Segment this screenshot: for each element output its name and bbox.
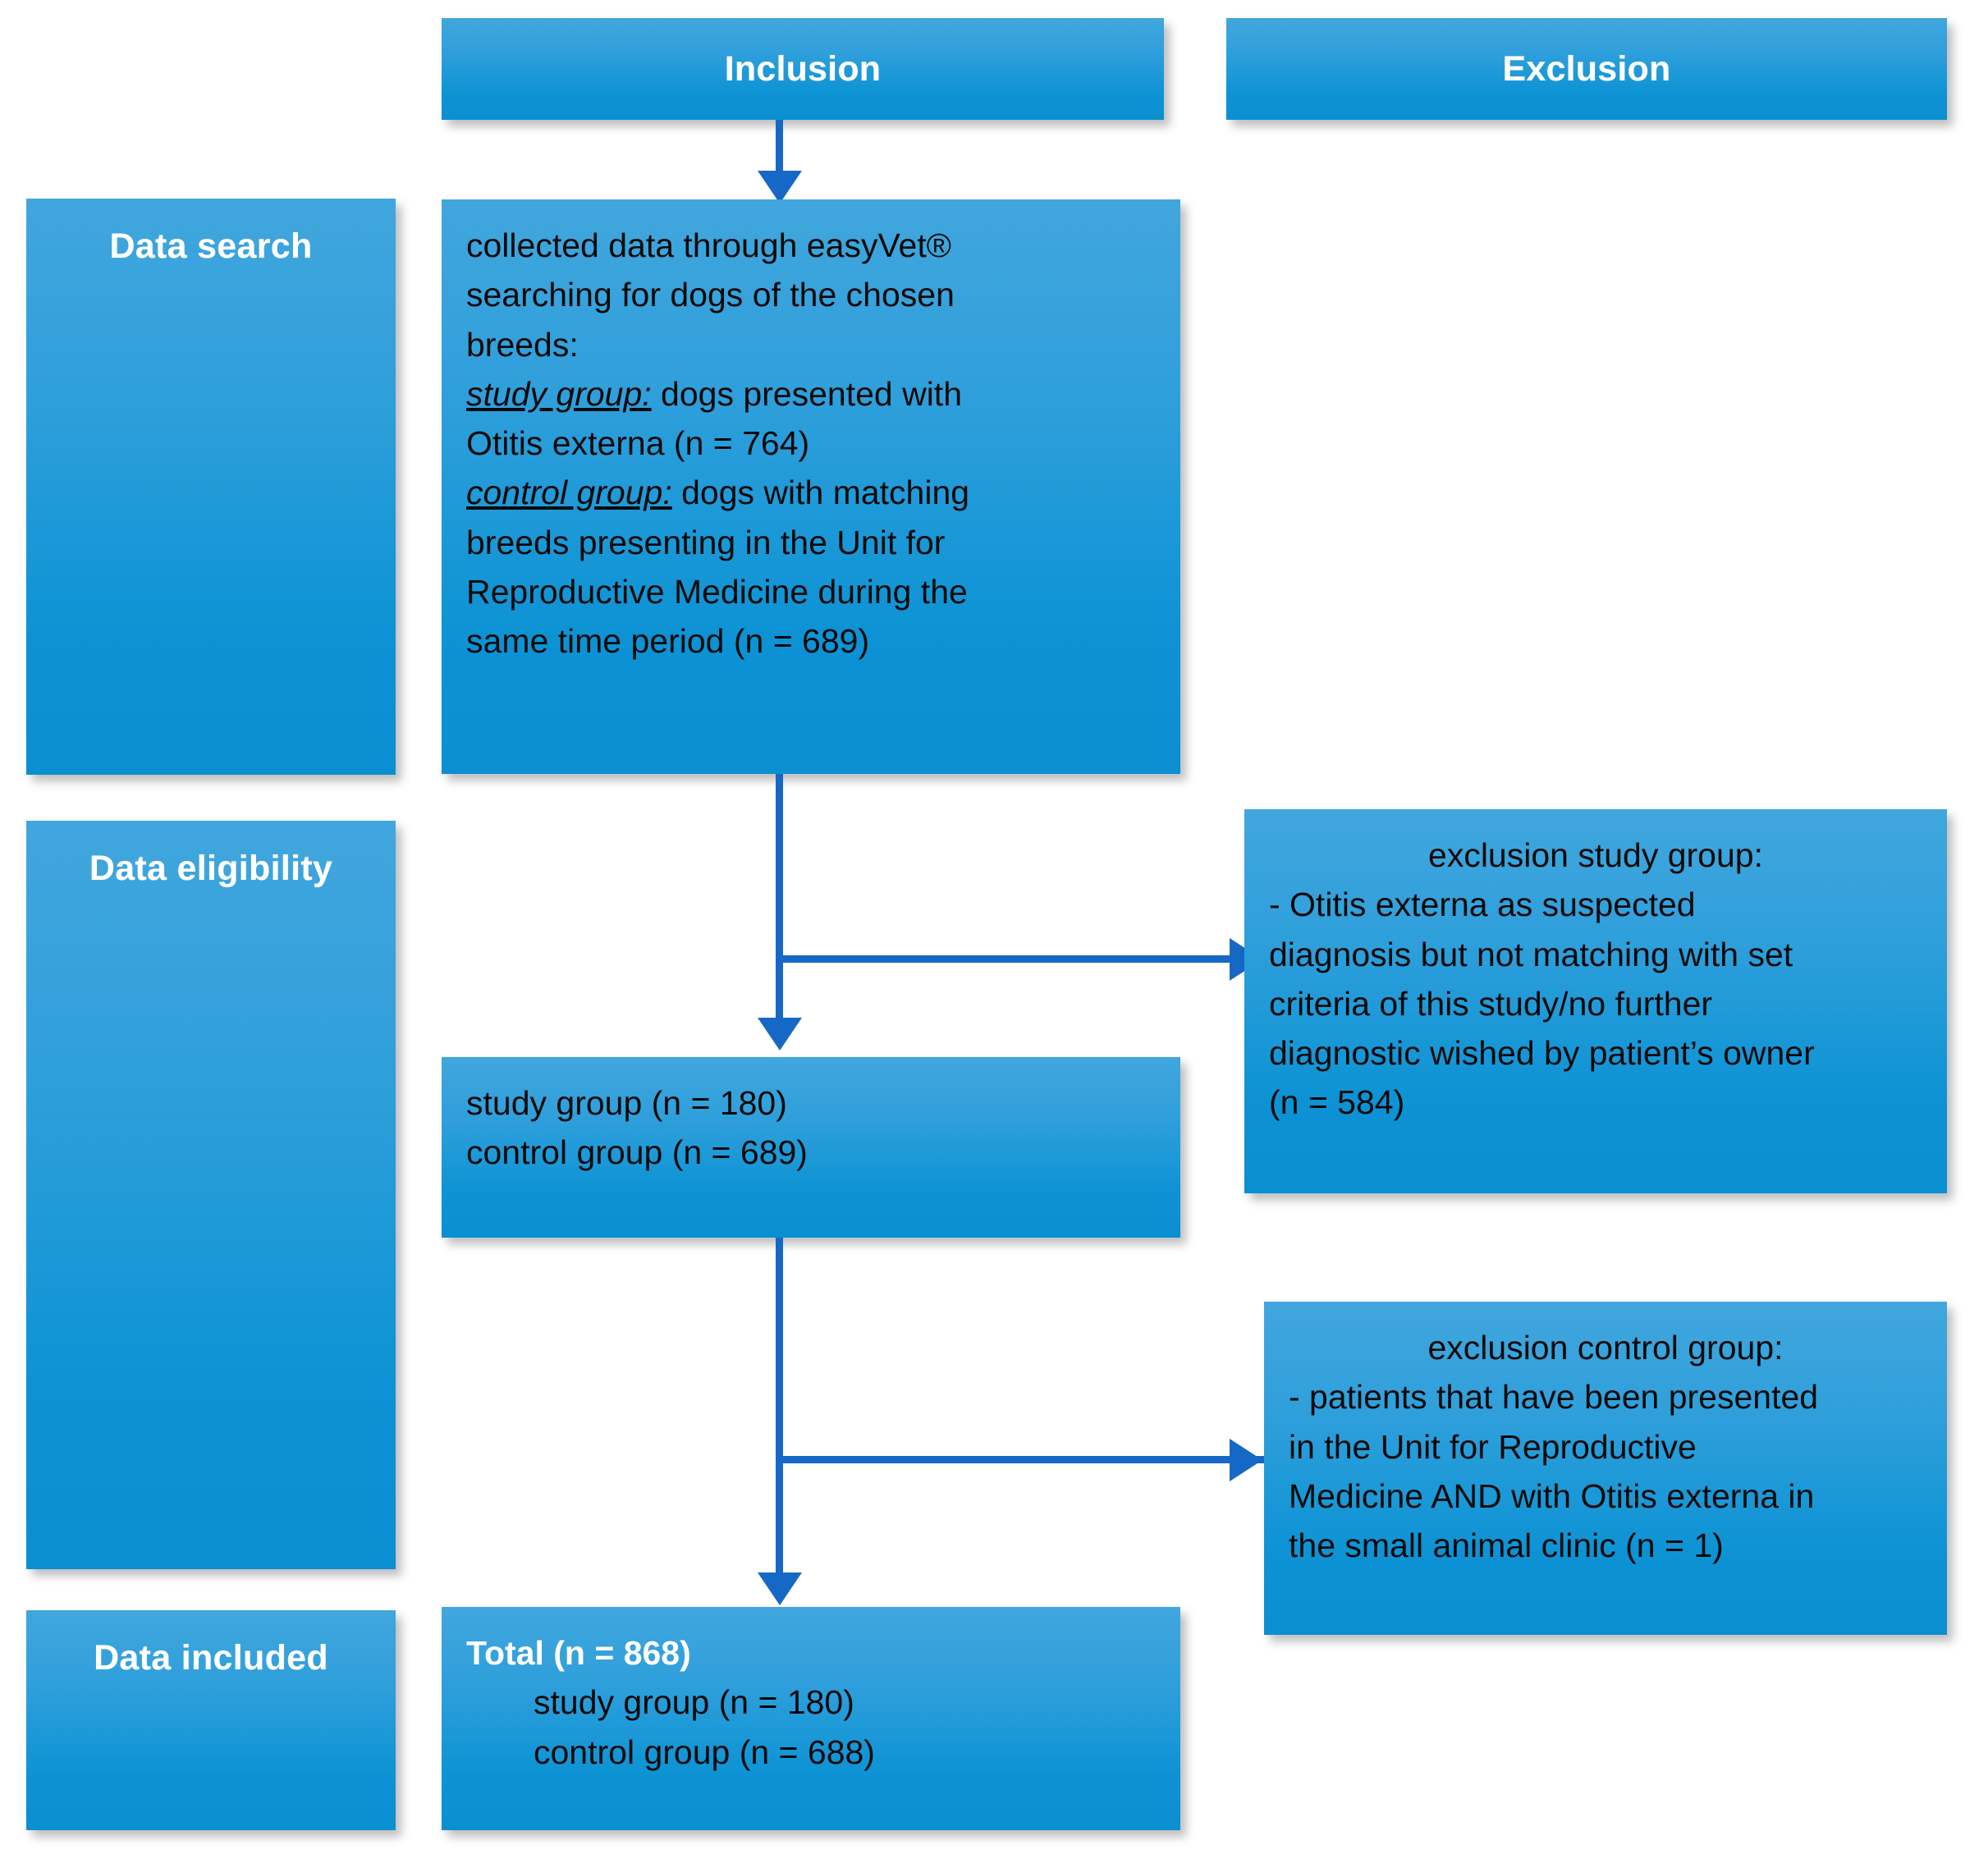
data-search-line-2: searching for dogs of the chosen — [466, 276, 955, 314]
stage-label-data-search: Data search — [26, 199, 396, 775]
total-included-line-1: study group (n = 180) — [534, 1683, 854, 1722]
control-group-tag: control group: — [466, 474, 672, 512]
box-exclusion-control-group: exclusion control group: - patients that… — [1264, 1302, 1947, 1635]
connector-inclusion-to-search — [776, 120, 783, 179]
box-data-search-content: collected data through easyVet® searchin… — [442, 199, 1180, 774]
stage-label-data-included: Data included — [26, 1610, 396, 1830]
header-inclusion-label: Inclusion — [724, 48, 882, 89]
exclusion-control-group-line-2: in the Unit for Reproductive — [1289, 1427, 1697, 1466]
stage-label-data-eligibility: Data eligibility — [26, 821, 396, 1569]
data-search-line-7: same time period (n = 689) — [466, 622, 870, 661]
exclusion-study-group-title: exclusion study group: — [1428, 836, 1763, 874]
connector-search-to-eligible — [776, 774, 783, 1037]
data-search-line-4: Otitis externa (n = 764) — [466, 424, 810, 463]
total-included-title: Total (n = 868) — [466, 1634, 691, 1672]
exclusion-control-group-title: exclusion control group: — [1427, 1329, 1784, 1366]
stage-label-data-search-text: Data search — [109, 227, 313, 266]
arrowhead-eligible-to-total — [758, 1572, 802, 1605]
box-total-included: Total (n = 868) study group (n = 180) co… — [442, 1607, 1180, 1830]
registered-mark-icon: ® — [926, 227, 951, 264]
data-search-line-6: Reproductive Medicine during the — [466, 572, 968, 611]
study-group-tag: study group: — [466, 374, 652, 413]
data-search-line-5: breeds presenting in the Unit for — [466, 523, 946, 561]
control-group-text: dogs with matching — [671, 474, 970, 512]
data-search-line-1: collected data through easyVet® — [466, 221, 1156, 270]
data-search-line-1-text: collected data through easyVet — [466, 227, 927, 264]
exclusion-study-group-line-5: (n = 584) — [1269, 1083, 1405, 1122]
header-inclusion: Inclusion — [442, 18, 1164, 120]
box-eligible-counts: study group (n = 180) control group (n =… — [442, 1057, 1180, 1238]
box-exclusion-study-group: exclusion study group: - Otitis externa … — [1244, 809, 1947, 1193]
study-group-text: dogs presented with — [651, 374, 962, 413]
data-search-study-group-line: study group: dogs presented with — [466, 369, 1156, 419]
exclusion-study-group-line-4: diagnostic wished by patient’s owner — [1269, 1034, 1815, 1073]
stage-label-data-included-text: Data included — [94, 1638, 328, 1678]
exclusion-study-group-line-3: criteria of this study/no further — [1269, 984, 1713, 1023]
arrowhead-inclusion-to-search — [758, 171, 802, 204]
eligible-counts-line-2: control group (n = 689) — [466, 1133, 808, 1172]
connector-to-exclusion-study-group — [780, 955, 1266, 963]
data-search-line-3: breeds: — [466, 325, 579, 364]
header-exclusion: Exclusion — [1226, 18, 1947, 120]
exclusion-control-group-line-3: Medicine AND with Otitis externa in — [1289, 1476, 1815, 1515]
arrowhead-search-to-eligible — [758, 1018, 802, 1051]
connector-eligible-to-total — [776, 1238, 783, 1591]
stage-label-data-eligibility-text: Data eligibility — [89, 849, 333, 888]
exclusion-control-group-line-1: - patients that have been presented — [1289, 1378, 1819, 1417]
header-exclusion-label: Exclusion — [1502, 48, 1671, 89]
data-search-control-group-line: control group: dogs with matching — [466, 468, 1156, 517]
exclusion-study-group-line-1: - Otitis externa as suspected — [1269, 886, 1696, 924]
exclusion-study-group-line-2: diagnosis but not matching with set — [1269, 935, 1793, 973]
arrowhead-to-exclusion-control-group — [1230, 1439, 1262, 1481]
eligible-counts-line-1: study group (n = 180) — [466, 1084, 787, 1122]
connector-to-exclusion-control-group — [780, 1456, 1266, 1463]
exclusion-control-group-line-4: the small animal clinic (n = 1) — [1289, 1527, 1724, 1565]
total-included-line-2: control group (n = 688) — [534, 1733, 875, 1771]
